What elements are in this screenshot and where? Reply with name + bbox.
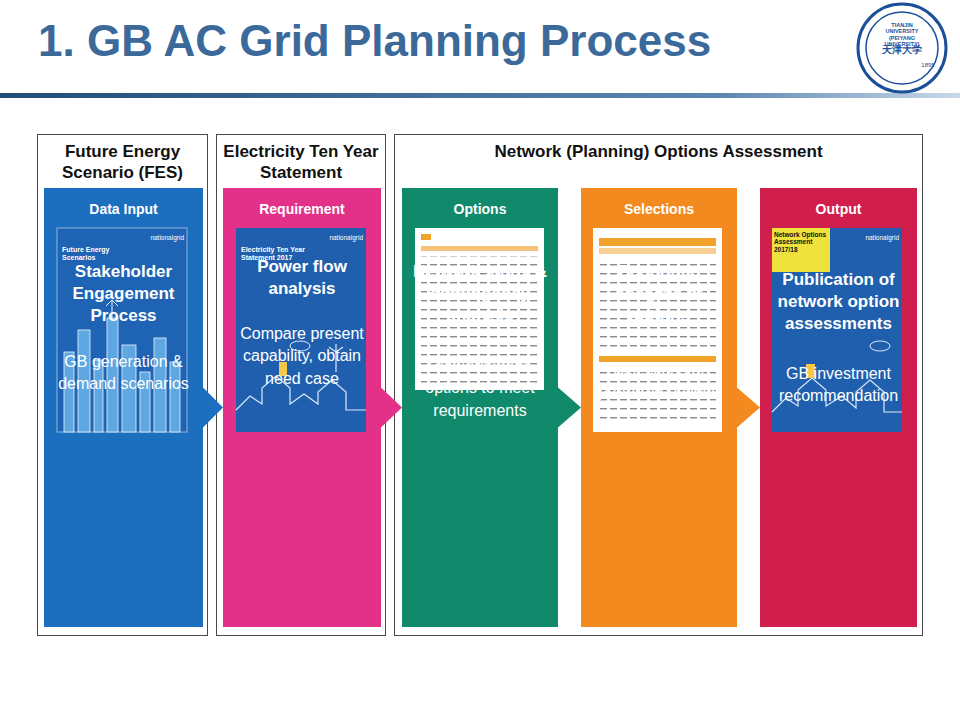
cover-text: Electricity Ten Year Statement 2017 [241, 246, 307, 262]
cover-text: Network Options Assessment 2017/18 [774, 231, 828, 253]
group-heading: Future Energy Scenario (FES) [38, 135, 207, 184]
panel-heading: Publication of network option assessment… [760, 269, 917, 335]
etys-cover [236, 228, 366, 432]
logo-text: TIANJIN UNIVERSITY (PEIYANG UNIVERSITY) [876, 22, 928, 47]
cover-text: nationalgrid [140, 234, 184, 241]
panel-heading: Network study & contingency analysis [402, 261, 558, 327]
group-box: RequirementPower flow analysisCompare pr… [216, 134, 386, 636]
options-document [415, 228, 544, 390]
panel-tag: Options [402, 201, 558, 218]
panel-text: GB generation & demand scenarios [44, 351, 203, 396]
cover-text: nationalgrid [319, 234, 363, 241]
group-heading: Electricity Ten Year Statement [217, 135, 385, 184]
slide-title: 1. GB AC Grid Planning Process [38, 16, 711, 66]
cover-text: nationalgrid [855, 234, 899, 241]
panel-text: Reinforcement options to meet requiremen… [402, 355, 558, 422]
panel-tag: Requirement [223, 201, 381, 218]
noa-cover [772, 228, 902, 432]
panel-tag: Selections [581, 201, 737, 218]
logo-text: 1895 [918, 62, 938, 69]
chevron-arrow [203, 388, 223, 428]
chevron-arrow [558, 388, 581, 428]
chevron-arrow [381, 388, 402, 428]
group-box: Data InputStakeholder Engagement Process… [37, 134, 208, 636]
panel-text: Selections of preferred options [581, 359, 737, 404]
university-logo [858, 4, 946, 92]
panel-heading: Power flow analysis [223, 256, 381, 300]
panel-text: GB investment recommendation [760, 363, 917, 408]
panel-heading: Stakeholder Engagement Process [44, 261, 203, 327]
panel-tag: Output [760, 201, 917, 218]
group-heading: Network (Planning) Options Assessment [395, 135, 922, 162]
panel-tag: Data Input [44, 201, 203, 218]
panel-heading: Economic analysis of options [581, 261, 737, 327]
chevron-arrow [737, 388, 760, 428]
logo-text: 天津大学 [870, 44, 934, 56]
fes-cover [57, 228, 187, 432]
panel-text: Compare present capability, obtain need … [223, 323, 381, 390]
selections-document [593, 228, 722, 432]
cover-text: Future Energy Scenarios [62, 246, 126, 262]
title-rule [0, 93, 960, 98]
group-box: OptionsNetwork study & contingency analy… [394, 134, 923, 636]
